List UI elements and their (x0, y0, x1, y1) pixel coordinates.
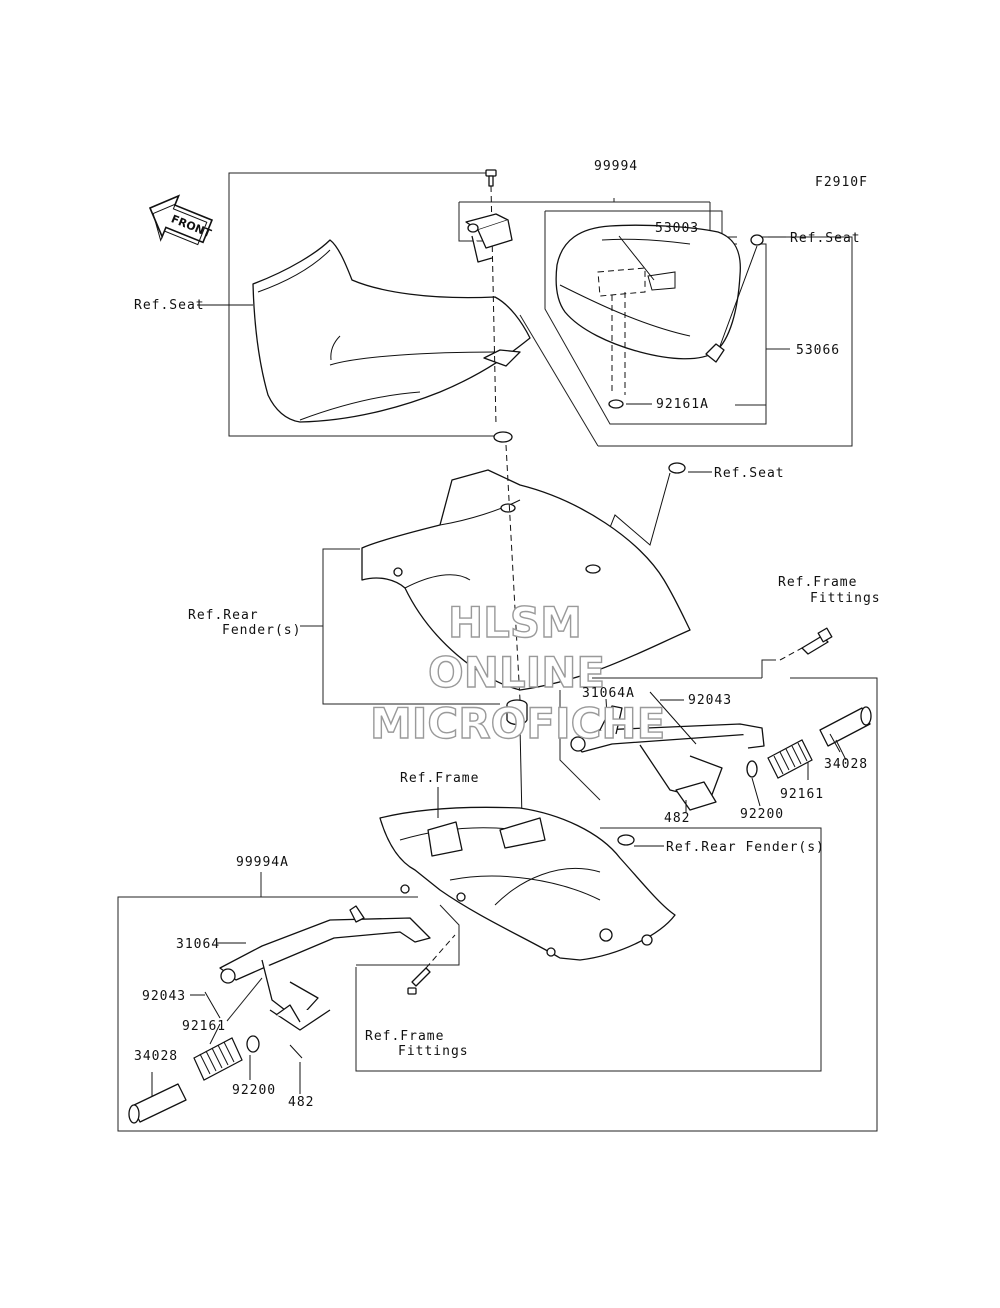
rubber-damper-92161A (608, 399, 624, 409)
leader-lines (151, 235, 847, 1096)
footpeg-left (128, 1083, 187, 1124)
watermark-line-2: ONLINE (428, 648, 605, 697)
fender-damper (506, 699, 528, 726)
label-92200-left: 92200 (232, 1083, 276, 1098)
label-92161-right: 92161 (780, 787, 824, 802)
seat-bracket (465, 213, 513, 263)
seat-bolt (485, 169, 497, 187)
rear-subframe (379, 806, 676, 961)
footpeg-rubber-right (767, 739, 813, 779)
label-ref-seat-left: Ref.Seat (134, 298, 205, 313)
rear-fender (361, 469, 691, 691)
label-ref-frame: Ref.Frame (400, 771, 479, 786)
label-ref-rear-fender-left-2: Fender(s) (222, 623, 301, 638)
label-ref-seat-mid: Ref.Seat (714, 466, 785, 481)
label-482-right: 482 (664, 811, 690, 826)
washer-92200-right (746, 760, 758, 778)
footpeg-rubber-left (193, 1037, 243, 1081)
label-92161-left: 92161 (182, 1019, 226, 1034)
seat-clip (750, 234, 764, 246)
label-92200-right: 92200 (740, 807, 784, 822)
part-labels: F2910F 99994 53003 Ref.Seat 53066 92161A… (134, 159, 881, 1110)
label-34028-right: 34028 (824, 757, 868, 772)
label-ref-frame-fittings-bottom-1: Ref.Frame (365, 1029, 444, 1044)
label-31064A: 31064A (582, 686, 635, 701)
passenger-seat (555, 224, 741, 363)
washer-92200-left (246, 1035, 260, 1053)
label-99994A: 99994A (236, 855, 289, 870)
footpeg-right (819, 706, 872, 747)
label-ref-seat-top: Ref.Seat (790, 231, 861, 246)
label-99994: 99994 (594, 159, 638, 174)
label-53003: 53003 (655, 221, 699, 236)
label-92043-left: 92043 (142, 989, 186, 1004)
label-ref-frame-fittings-bottom-2: Fittings (398, 1044, 469, 1059)
front-arrow-icon: FRONT (148, 194, 214, 246)
label-ref-rear-fender-left-1: Ref.Rear (188, 608, 259, 623)
frame-bolt-right (801, 627, 833, 655)
label-482-left: 482 (288, 1095, 314, 1110)
rider-seat (252, 239, 531, 423)
label-92161A: 92161A (656, 397, 709, 412)
callout-frames (117, 172, 878, 1132)
label-31064: 31064 (176, 937, 220, 952)
label-92043-right: 92043 (688, 693, 732, 708)
watermark-line-1: HLSM (448, 598, 582, 647)
label-ref-rear-fender-right: Ref.Rear Fender(s) (666, 840, 825, 855)
label-ref-frame-fittings-right-2: Fittings (810, 591, 881, 606)
watermark-line-3: MICROFICHE (370, 699, 665, 748)
seat-washer-mid (668, 462, 686, 474)
figure-code: F2910F (815, 175, 868, 190)
watermark: HLSM ONLINE MICROFICHE (369, 597, 666, 748)
seat-washer (493, 431, 513, 443)
frame-bolt-bottom (407, 967, 431, 995)
label-ref-frame-fittings-right-1: Ref.Frame (778, 575, 857, 590)
footpeg-bracket-left (219, 905, 431, 1031)
label-53066: 53066 (796, 343, 840, 358)
label-34028-left: 34028 (134, 1049, 178, 1064)
